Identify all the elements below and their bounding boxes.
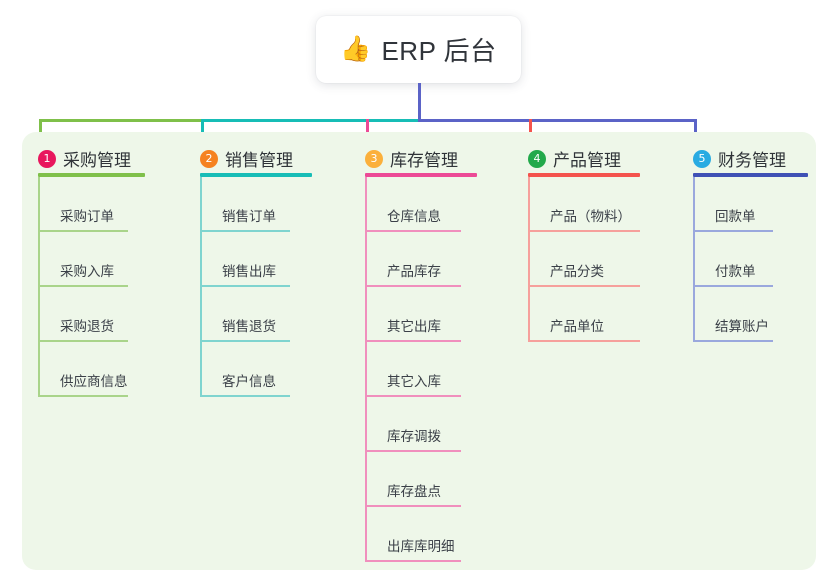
- leaf-item[interactable]: 采购退货: [38, 312, 128, 342]
- branch-index-badge: 2: [200, 149, 218, 168]
- leaf-item-label: 采购入库: [60, 264, 114, 279]
- branch-title: 财务管理: [718, 151, 786, 170]
- leaf-item-label: 销售退货: [222, 319, 276, 334]
- thumbs-up-icon: 👍: [340, 35, 372, 63]
- leaf-underline: [693, 230, 773, 232]
- branch-title: 销售管理: [225, 151, 293, 170]
- connector-bar-segment-3: [418, 119, 697, 122]
- leaf-item-label: 结算账户: [715, 319, 769, 334]
- leaf-item[interactable]: 出库库明细: [365, 532, 461, 562]
- leaf-item[interactable]: 供应商信息: [38, 367, 128, 397]
- leaf-underline: [693, 340, 773, 342]
- leaf-underline: [365, 505, 461, 507]
- branch-title: 库存管理: [390, 151, 458, 170]
- leaf-underline: [365, 560, 461, 562]
- branch-index-badge: 4: [528, 149, 546, 168]
- branch-underline: [38, 173, 145, 177]
- leaf-item[interactable]: 销售出库: [200, 257, 290, 287]
- leaf-item[interactable]: 其它入库: [365, 367, 461, 397]
- leaf-item[interactable]: 产品单位: [528, 312, 640, 342]
- leaf-item-label: 产品分类: [550, 264, 604, 279]
- leaf-underline: [200, 395, 290, 397]
- leaf-underline: [200, 230, 290, 232]
- leaf-item[interactable]: 产品（物料）: [528, 202, 640, 232]
- branch-header-1[interactable]: 1 采购管理: [38, 146, 131, 171]
- leaf-item[interactable]: 产品分类: [528, 257, 640, 287]
- leaf-item-label: 采购退货: [60, 319, 114, 334]
- leaf-item-label: 出库库明细: [387, 539, 455, 554]
- leaf-underline: [528, 285, 640, 287]
- leaf-underline: [38, 230, 128, 232]
- leaf-item[interactable]: 库存调拨: [365, 422, 461, 452]
- branch-spine: [365, 177, 367, 562]
- branch-title: 产品管理: [553, 151, 621, 170]
- leaf-underline: [38, 395, 128, 397]
- root-node-title: ERP 后台: [381, 36, 497, 66]
- leaf-underline: [365, 285, 461, 287]
- leaf-item[interactable]: 销售订单: [200, 202, 290, 232]
- branch-spine: [200, 177, 202, 397]
- leaf-item-label: 销售订单: [222, 209, 276, 224]
- leaf-item-label: 付款单: [715, 264, 756, 279]
- leaf-item-label: 供应商信息: [60, 374, 128, 389]
- connector-bar-segment-1: [39, 119, 203, 122]
- root-node[interactable]: 👍 ERP 后台: [316, 16, 521, 83]
- branch-index-badge: 1: [38, 149, 56, 168]
- leaf-underline: [528, 340, 640, 342]
- branch-index-badge: 5: [693, 149, 711, 168]
- leaf-item-label: 库存盘点: [387, 484, 441, 499]
- leaf-underline: [38, 285, 128, 287]
- root-stem: [418, 83, 421, 122]
- branch-header-3[interactable]: 3 库存管理: [365, 146, 458, 171]
- branch-header-2[interactable]: 2 销售管理: [200, 146, 293, 171]
- leaf-underline: [200, 340, 290, 342]
- leaf-item[interactable]: 结算账户: [693, 312, 773, 342]
- branch-spine: [693, 177, 695, 342]
- leaf-underline: [365, 395, 461, 397]
- leaf-item-label: 其它入库: [387, 374, 441, 389]
- connector-bar-segment-2: [201, 119, 420, 122]
- branch-underline: [200, 173, 312, 177]
- leaf-underline: [38, 340, 128, 342]
- branch-header-4[interactable]: 4 产品管理: [528, 146, 621, 171]
- leaf-item[interactable]: 付款单: [693, 257, 773, 287]
- leaf-item[interactable]: 其它出库: [365, 312, 461, 342]
- leaf-underline: [365, 230, 461, 232]
- leaf-item[interactable]: 客户信息: [200, 367, 290, 397]
- leaf-item[interactable]: 采购订单: [38, 202, 128, 232]
- leaf-item[interactable]: 采购入库: [38, 257, 128, 287]
- leaf-underline: [693, 285, 773, 287]
- leaf-item-label: 仓库信息: [387, 209, 441, 224]
- leaf-item[interactable]: 库存盘点: [365, 477, 461, 507]
- leaf-item-label: 产品单位: [550, 319, 604, 334]
- leaf-item[interactable]: 产品库存: [365, 257, 461, 287]
- leaf-item[interactable]: 回款单: [693, 202, 773, 232]
- branch-title: 采购管理: [63, 151, 131, 170]
- branch-panel: 1 采购管理采购订单采购入库采购退货供应商信息 2 销售管理销售订单销售出库销售退货客…: [22, 132, 816, 570]
- leaf-item-label: 库存调拨: [387, 429, 441, 444]
- branch-underline: [365, 173, 477, 177]
- leaf-item[interactable]: 仓库信息: [365, 202, 461, 232]
- leaf-item-label: 产品（物料）: [550, 209, 631, 224]
- leaf-item-label: 销售出库: [222, 264, 276, 279]
- leaf-item-label: 回款单: [715, 209, 756, 224]
- branch-header-5[interactable]: 5 财务管理: [693, 146, 786, 171]
- leaf-item-label: 其它出库: [387, 319, 441, 334]
- leaf-underline: [200, 285, 290, 287]
- leaf-item[interactable]: 销售退货: [200, 312, 290, 342]
- leaf-item-label: 客户信息: [222, 374, 276, 389]
- leaf-underline: [365, 450, 461, 452]
- leaf-underline: [528, 230, 640, 232]
- leaf-item-label: 采购订单: [60, 209, 114, 224]
- leaf-underline: [365, 340, 461, 342]
- leaf-item-label: 产品库存: [387, 264, 441, 279]
- branch-index-badge: 3: [365, 149, 383, 168]
- branch-spine: [528, 177, 530, 342]
- branch-underline: [528, 173, 640, 177]
- branch-underline: [693, 173, 808, 177]
- branch-spine: [38, 177, 40, 397]
